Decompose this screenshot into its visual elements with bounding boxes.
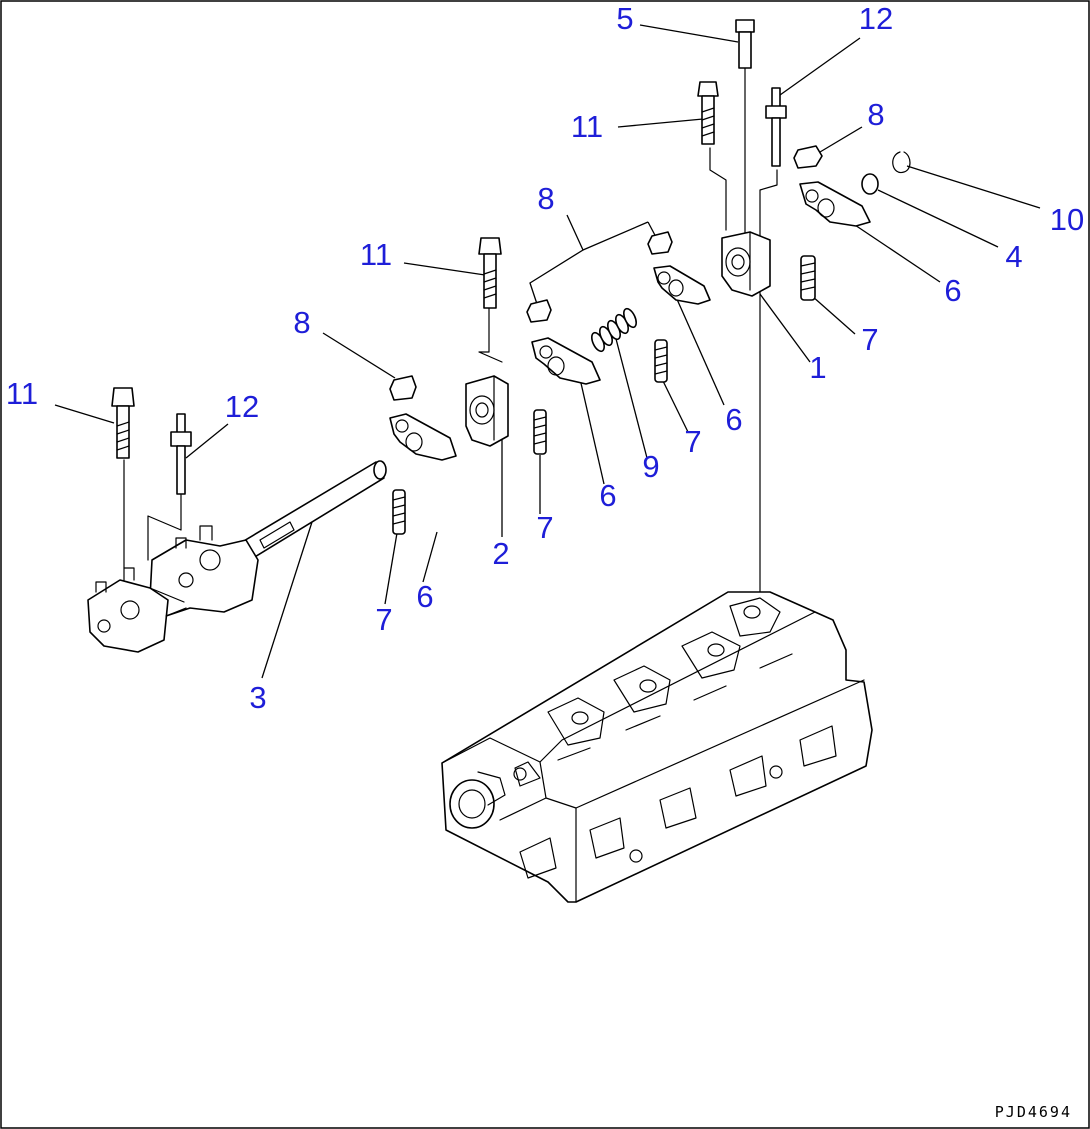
callout-2: 2 <box>492 536 509 571</box>
nut-8-left <box>389 375 417 401</box>
callout-7-left: 7 <box>375 602 392 637</box>
callout-8-top-right: 8 <box>867 97 884 132</box>
leader-lines <box>54 24 1041 679</box>
callout-4: 4 <box>1005 239 1022 274</box>
plug-4 <box>861 173 879 195</box>
stud-12-left <box>170 413 192 495</box>
callout-6-top-right: 6 <box>944 273 961 308</box>
callout-6-middle: 6 <box>599 478 616 513</box>
bolt-11-left <box>111 387 135 459</box>
nut-8-middle-lower <box>526 299 552 323</box>
nut-8-top-right <box>793 145 823 169</box>
callout-7-middle-right: 7 <box>684 424 701 459</box>
cylinder-head <box>441 591 873 903</box>
adjust-screw-7-left <box>392 489 406 535</box>
rocker-shaft-assembly <box>87 460 387 653</box>
callout-8-middle: 8 <box>537 181 554 216</box>
rocker-arm-6-top-right <box>799 181 871 227</box>
callout-1: 1 <box>809 350 826 385</box>
snap-ring-10 <box>892 151 911 174</box>
callout-7-middle: 7 <box>536 510 553 545</box>
callout-3: 3 <box>249 680 266 715</box>
rocker-support-2 <box>465 375 509 447</box>
rocker-support-1 <box>721 231 771 297</box>
adjust-screw-7-middle <box>533 409 547 455</box>
callout-6-middle-right: 6 <box>725 402 742 437</box>
rocker-arm-6-middle-right <box>653 265 711 305</box>
callout-10: 10 <box>1050 202 1084 237</box>
callouts: 5 12 11 8 8 10 4 6 7 1 11 8 9 6 7 6 7 2 … <box>6 1 1084 715</box>
callout-8-left: 8 <box>293 305 310 340</box>
callout-5: 5 <box>616 1 633 36</box>
rocker-arm-6-middle <box>531 337 601 385</box>
callout-6-left: 6 <box>416 579 433 614</box>
bolt-5 <box>735 19 755 69</box>
adjust-screw-7-top-right <box>800 255 816 301</box>
bolt-11-middle <box>478 237 502 309</box>
callout-11-middle: 11 <box>360 237 392 272</box>
rocker-arm-6-left <box>389 413 457 461</box>
stud-12-top <box>765 87 787 167</box>
callout-9: 9 <box>642 449 659 484</box>
callout-12-left: 12 <box>225 389 259 424</box>
nut-8-middle-upper <box>647 231 673 255</box>
callout-11-top: 11 <box>571 109 603 144</box>
assembly-lines <box>123 47 778 601</box>
spring-9 <box>591 307 637 353</box>
callout-11-left: 11 <box>6 376 38 411</box>
callout-7-top-right: 7 <box>861 322 878 357</box>
callout-12-top: 12 <box>859 1 893 36</box>
drawing-number: PJD4694 <box>995 1103 1072 1121</box>
adjust-screw-7-middle-right <box>654 339 668 383</box>
bolt-11-top <box>697 81 719 145</box>
